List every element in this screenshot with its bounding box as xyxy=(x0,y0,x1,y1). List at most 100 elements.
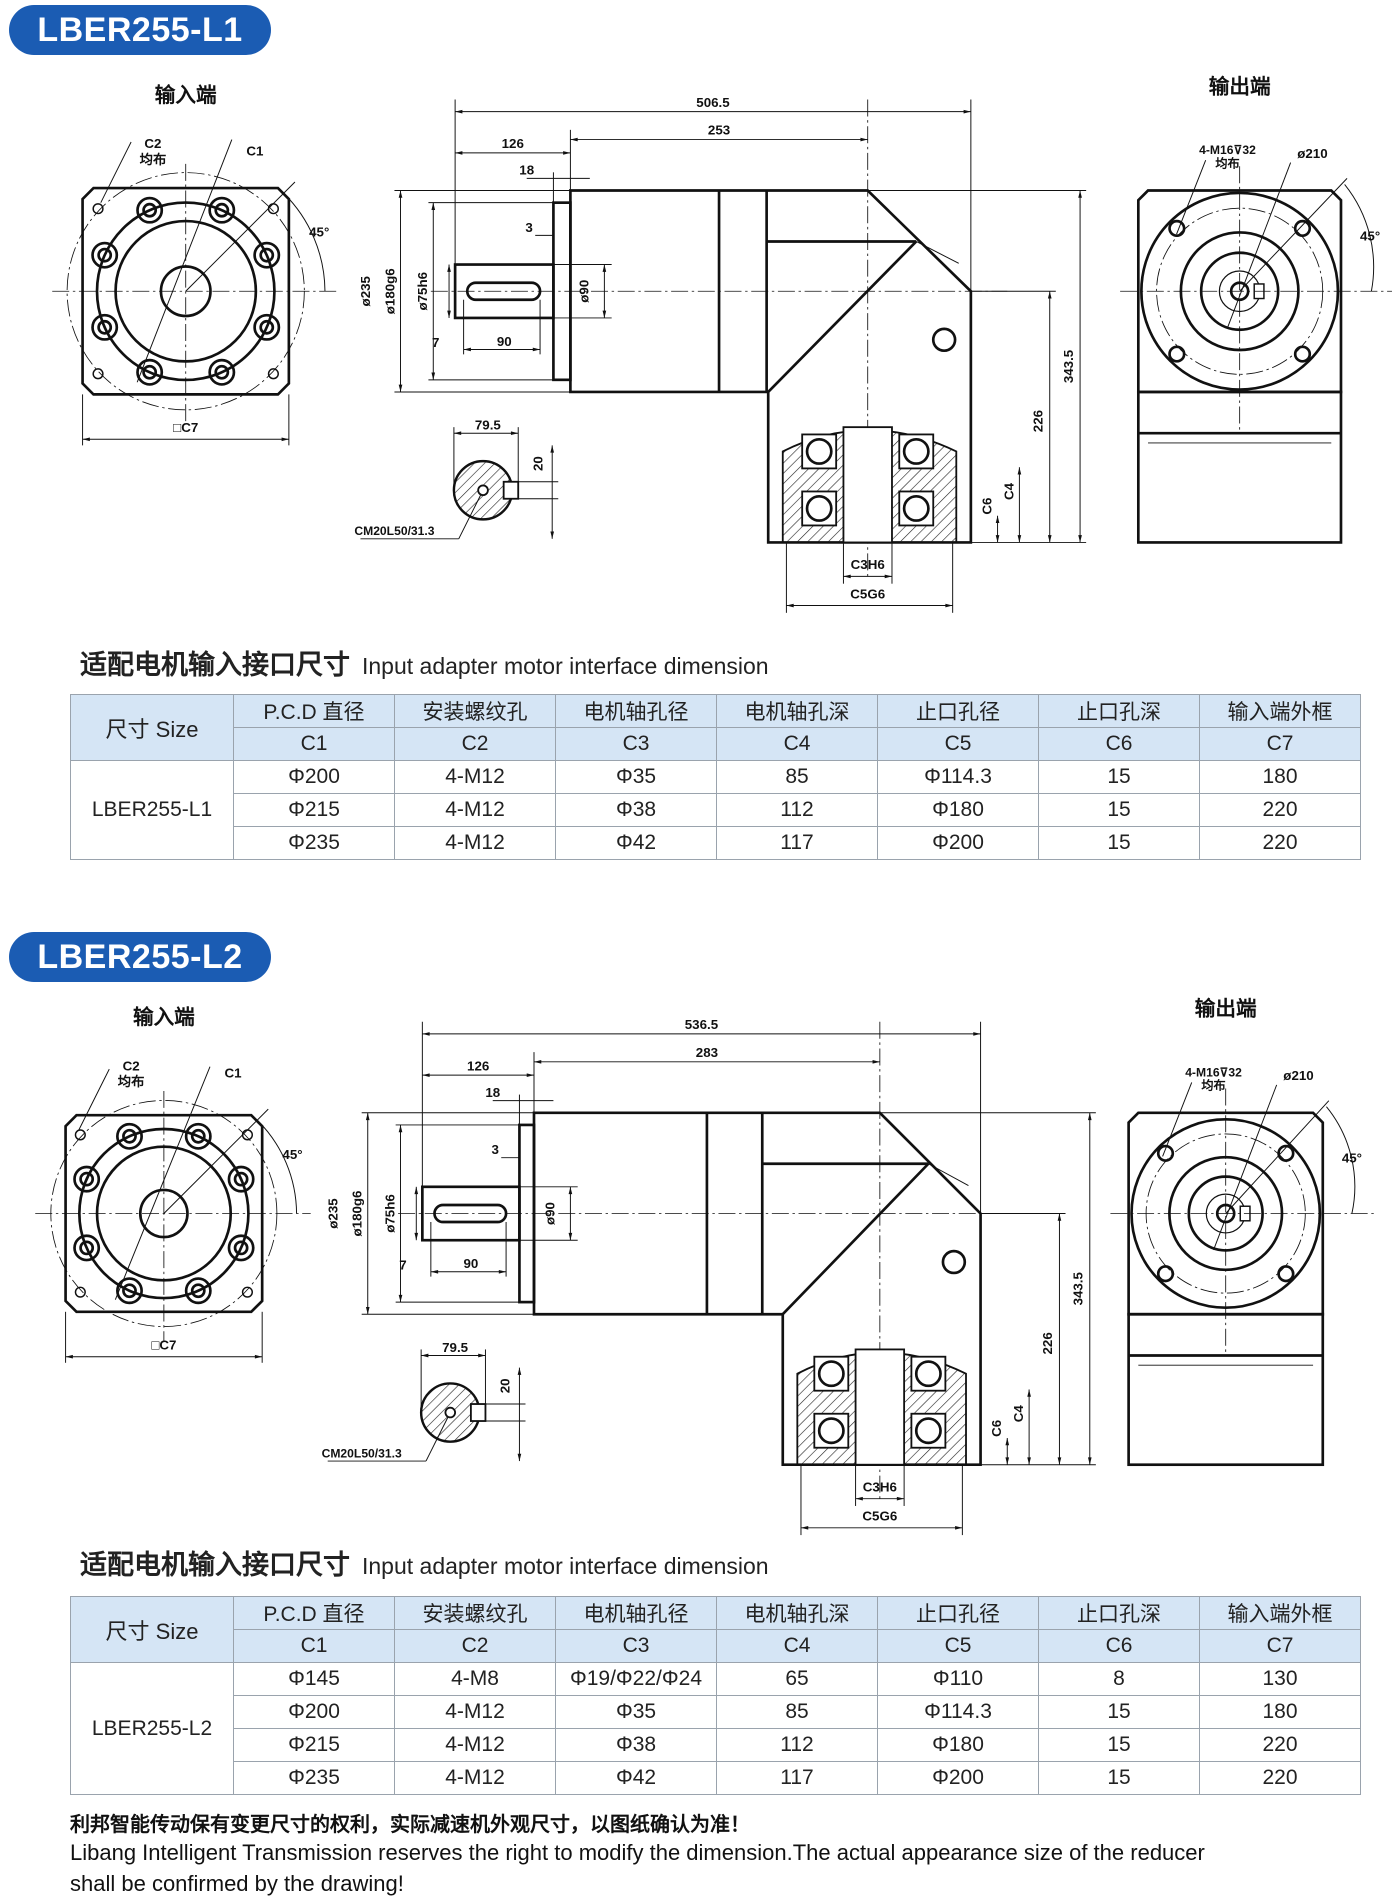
label-body-length: 253 xyxy=(708,123,730,138)
arrow-icon xyxy=(1078,535,1082,543)
arrow-icon xyxy=(1087,1112,1092,1121)
table-cell: 15 xyxy=(1038,1761,1200,1795)
leader-line xyxy=(1162,1082,1193,1157)
table-header-cn: 安装螺纹孔 xyxy=(394,694,556,728)
housing-edge xyxy=(928,1163,969,1187)
arrow-icon xyxy=(1047,535,1052,543)
drain-plug xyxy=(941,1249,967,1275)
table-cell: Φ200 xyxy=(877,1761,1039,1795)
label-key-height: 20 xyxy=(530,456,545,471)
arrow-icon xyxy=(1017,467,1022,475)
table-cell: Φ19/Φ22/Φ24 xyxy=(555,1662,717,1696)
table-header-code: C1 xyxy=(233,727,395,761)
output-bolt-hole xyxy=(1156,1144,1175,1162)
table-cell: Φ110 xyxy=(877,1662,1039,1696)
arrow-icon xyxy=(1087,1457,1092,1465)
input-view-title: 输入端 xyxy=(155,83,217,107)
leader-line xyxy=(425,1417,449,1462)
label-d235: ø235 xyxy=(358,275,373,306)
table-header-code: C1 xyxy=(233,1629,395,1663)
bolt-hole xyxy=(227,1234,255,1262)
table-header-code: C4 xyxy=(716,1629,878,1663)
label-output-evenly: 均布 xyxy=(1215,155,1239,170)
bolt-hole xyxy=(116,1277,143,1305)
label-key-length: 90 xyxy=(497,334,512,349)
label-c4: C4 xyxy=(1001,482,1016,500)
label-c1: C1 xyxy=(225,1066,243,1081)
housing-edge xyxy=(916,241,959,264)
table-header-code: C2 xyxy=(394,727,556,761)
table-cell: 112 xyxy=(716,793,878,827)
output-bolt-hole xyxy=(1277,1265,1295,1283)
label-key-offset: 7 xyxy=(432,335,439,350)
label-d180: ø180g6 xyxy=(382,268,397,314)
label-key-height: 20 xyxy=(498,1378,513,1393)
table-header-code: C6 xyxy=(1038,727,1200,761)
bolt-hole xyxy=(253,241,281,269)
label-step: 3 xyxy=(525,220,532,235)
bearing-ball xyxy=(805,437,833,465)
label-output-bolts: 4-M16⊽32 xyxy=(1199,143,1256,157)
label-flange: 18 xyxy=(485,1085,500,1100)
bearing-ball xyxy=(914,1417,942,1445)
label-c7: □C7 xyxy=(173,420,198,435)
table-cell: Φ180 xyxy=(877,793,1039,827)
arrow-icon xyxy=(602,264,607,272)
output-shaft-bore xyxy=(842,426,893,544)
label-angle-out: 45° xyxy=(1360,228,1380,243)
table-header-code: C5 xyxy=(877,727,1039,761)
output-bolt-hole xyxy=(1293,345,1312,363)
arrow-icon xyxy=(254,1354,263,1359)
table-header-cn: 止口孔径 xyxy=(877,694,1039,728)
table-cell: Φ35 xyxy=(555,1695,717,1729)
bolt-hole xyxy=(91,241,119,269)
arrow-icon xyxy=(421,1353,429,1358)
angle-line xyxy=(185,181,296,292)
bolt-hole xyxy=(73,1234,101,1262)
angle-line xyxy=(163,1108,269,1214)
label-evenly: 均布 xyxy=(140,151,167,167)
output-bolt-hole xyxy=(1168,219,1186,238)
bolt-hole-inner xyxy=(259,319,275,335)
leader-line xyxy=(100,141,132,203)
label-center-hole-note: CM20L50/31.3 xyxy=(354,524,434,538)
arrow-icon xyxy=(1005,1438,1010,1446)
leader-line xyxy=(1213,1084,1278,1251)
table-cell: Φ235 xyxy=(233,1761,395,1795)
arrow-icon xyxy=(517,1453,522,1462)
corner-hole xyxy=(267,368,279,380)
table-cell: 117 xyxy=(716,1761,878,1795)
arrow-icon xyxy=(533,1060,542,1064)
bolt-hole-inner xyxy=(122,1283,137,1299)
key-slot xyxy=(469,1403,487,1422)
angle-arc xyxy=(1344,184,1375,292)
bolt-hole xyxy=(116,1122,143,1150)
arrow-icon xyxy=(65,1354,73,1359)
arrow-icon xyxy=(398,190,403,198)
label-c3: C3H6 xyxy=(863,1479,897,1494)
table-cell: 4-M8 xyxy=(394,1662,556,1696)
arrow-icon xyxy=(1047,291,1052,299)
housing-edge xyxy=(767,240,918,393)
label-c6: C6 xyxy=(979,498,994,515)
bolt-hole-inner xyxy=(79,1171,95,1187)
label-d235: ø235 xyxy=(325,1198,340,1229)
arrow-icon xyxy=(1057,1213,1062,1221)
table-cell: Φ38 xyxy=(555,793,717,827)
label-d75: ø75h6 xyxy=(415,272,430,311)
arrow-icon xyxy=(602,310,607,318)
label-d180: ø180g6 xyxy=(350,1191,365,1237)
table-header-cn: 电机轴孔径 xyxy=(555,1596,717,1630)
label-center-hole-note: CM20L50/31.3 xyxy=(322,1446,402,1460)
arrow-icon xyxy=(800,1525,809,1530)
arrow-icon xyxy=(398,384,403,392)
arrow-icon xyxy=(896,1496,905,1501)
leader-line xyxy=(458,494,482,540)
label-step: 3 xyxy=(491,1142,498,1157)
table-cell: 112 xyxy=(716,1728,878,1762)
